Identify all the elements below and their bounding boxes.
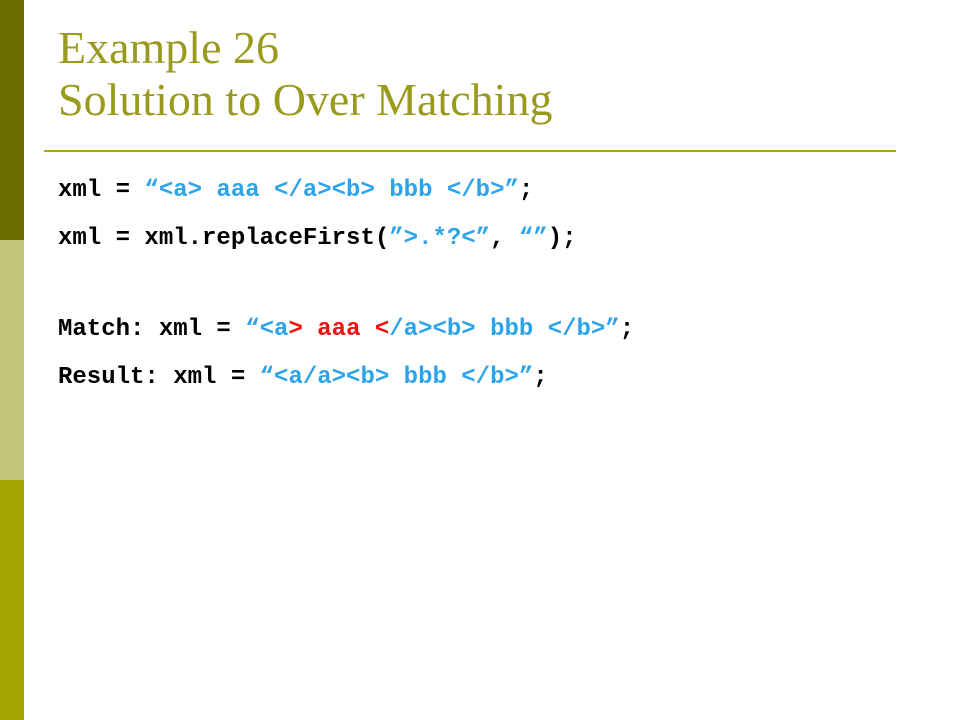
code-segment: xml = [58, 177, 145, 204]
code-segment: ); [547, 225, 577, 252]
code-segment: “” [518, 225, 548, 252]
title-line-2: Solution to Over Matching [58, 74, 553, 125]
code-line-4: Result: xml = “<a/a><b> bbb </b>”; [58, 363, 548, 393]
title-line-1: Example 26 [58, 22, 279, 73]
code-segment: ; [533, 364, 548, 391]
side-bar-top [0, 0, 24, 240]
side-bar-middle [0, 240, 24, 480]
code-segment: ”>.*?<” [389, 225, 491, 252]
code-line-3: Match: xml = “<a> aaa </a><b> bbb </b>”; [58, 315, 634, 345]
code-segment: “<a [245, 316, 289, 343]
code-segment: , [490, 225, 519, 252]
title-divider [44, 150, 896, 152]
code-segment: ; [619, 316, 635, 343]
side-bar-bottom [0, 480, 24, 720]
slide-title: Example 26 Solution to Over Matching [58, 22, 918, 126]
code-segment: “<a> aaa </a><b> bbb </b>” [144, 177, 519, 204]
code-segment: ; [518, 177, 534, 204]
code-segment: xml = xml.replaceFirst( [58, 225, 390, 252]
side-bar [0, 0, 24, 720]
code-segment: /a><b> bbb </b>” [389, 316, 620, 343]
code-segment: > aaa < [288, 316, 390, 343]
code-line-1: xml = “<a> aaa </a><b> bbb </b>”; [58, 176, 533, 206]
code-segment: Result: xml = [58, 364, 260, 391]
code-line-2: xml = xml.replaceFirst(”>.*?<”, “”); [58, 224, 577, 254]
code-segment: Match: xml = [58, 316, 246, 343]
code-segment: “<a/a><b> bbb </b>” [259, 364, 534, 391]
